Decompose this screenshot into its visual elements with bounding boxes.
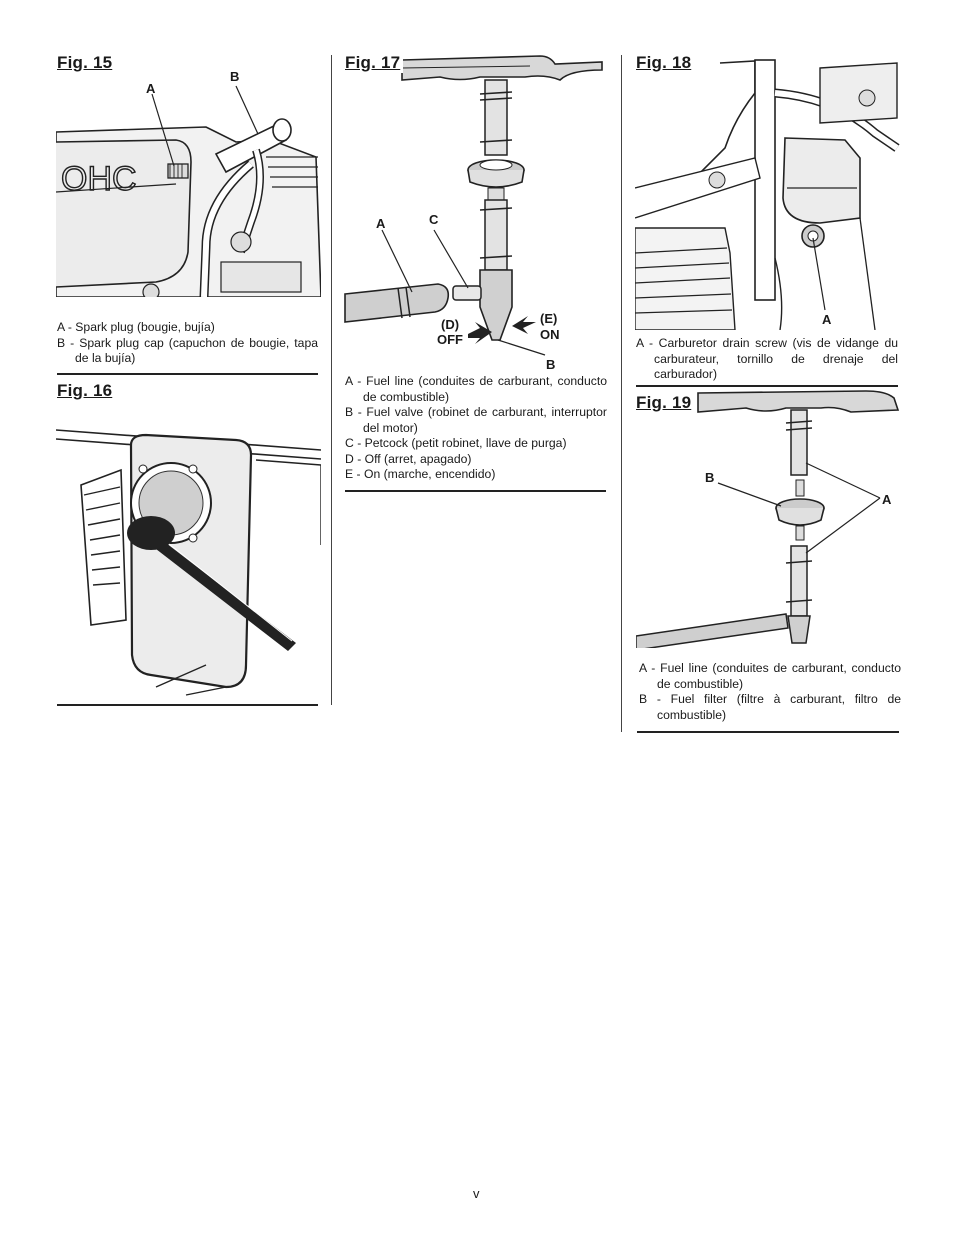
fig17-callout-off: OFF <box>437 332 463 347</box>
fig17-callout-b: B <box>546 357 556 372</box>
fig15-callout-a: A <box>146 81 156 96</box>
fig15-bottom-rule <box>57 373 318 375</box>
fig17-callout-d: (D) <box>441 317 460 332</box>
fig19-callout-b: B <box>705 470 715 485</box>
fig15-legend-item: A - Spark plug (bougie, bujía) <box>57 320 215 334</box>
fig17-callout-a: A <box>376 216 386 231</box>
fig19-legend: A - Fuel line (conduites de carburant, c… <box>639 661 901 723</box>
fig18-title: Fig. 18 <box>636 53 695 73</box>
fig17-legend: A - Fuel line (conduites de carburant, c… <box>345 374 607 483</box>
fig17-title: Fig. 17 <box>345 53 404 73</box>
fig19-callout-a: A <box>882 492 892 507</box>
fig19-legend-item: A - Fuel line (conduites de carburant, c… <box>639 661 901 691</box>
fig16-bottom-rule <box>57 704 318 706</box>
fig18-legend-item: A - Carburetor drain screw (vis de vidan… <box>636 336 898 381</box>
fig17-legend-item: E - On (marche, encendido) <box>345 467 496 481</box>
fig17-legend-item: B - Fuel valve (robinet de carburant, in… <box>345 405 607 435</box>
fig17-legend-item: C - Petcock (petit robinet, llave de pur… <box>345 436 567 450</box>
fig17-callout-on: ON <box>540 327 560 342</box>
fig18-legend: A - Carburetor drain screw (vis de vidan… <box>636 336 898 383</box>
fig17-bottom-rule <box>345 490 606 492</box>
column-divider-right <box>621 55 622 732</box>
fig18-bottom-rule <box>636 385 898 387</box>
page-number: v <box>473 1186 480 1201</box>
column-divider-left <box>331 55 332 705</box>
fig17-callout-c: C <box>429 212 439 227</box>
fig19-legend-item: B - Fuel filter (filtre à carburant, fil… <box>639 692 901 722</box>
fig19-title: Fig. 19 <box>636 393 695 413</box>
fig17-legend-item: D - Off (arret, apagado) <box>345 451 472 466</box>
fig15-callout-b: B <box>230 69 240 84</box>
fig18-callout-a: A <box>822 312 832 327</box>
fig15-legend: A - Spark plug (bougie, bujía) B - Spark… <box>57 320 318 367</box>
fig17-callout-e: (E) <box>540 311 558 326</box>
fig19-bottom-rule <box>637 731 899 733</box>
fig16-title: Fig. 16 <box>57 381 116 401</box>
fig15-legend-item: B - Spark plug cap (capuchon de bougie, … <box>57 335 318 366</box>
fig15-title: Fig. 15 <box>57 53 116 73</box>
fig15-engine-text: OHC <box>61 160 137 198</box>
fig17-legend-item: A - Fuel line (conduites de carburant, c… <box>345 374 607 404</box>
